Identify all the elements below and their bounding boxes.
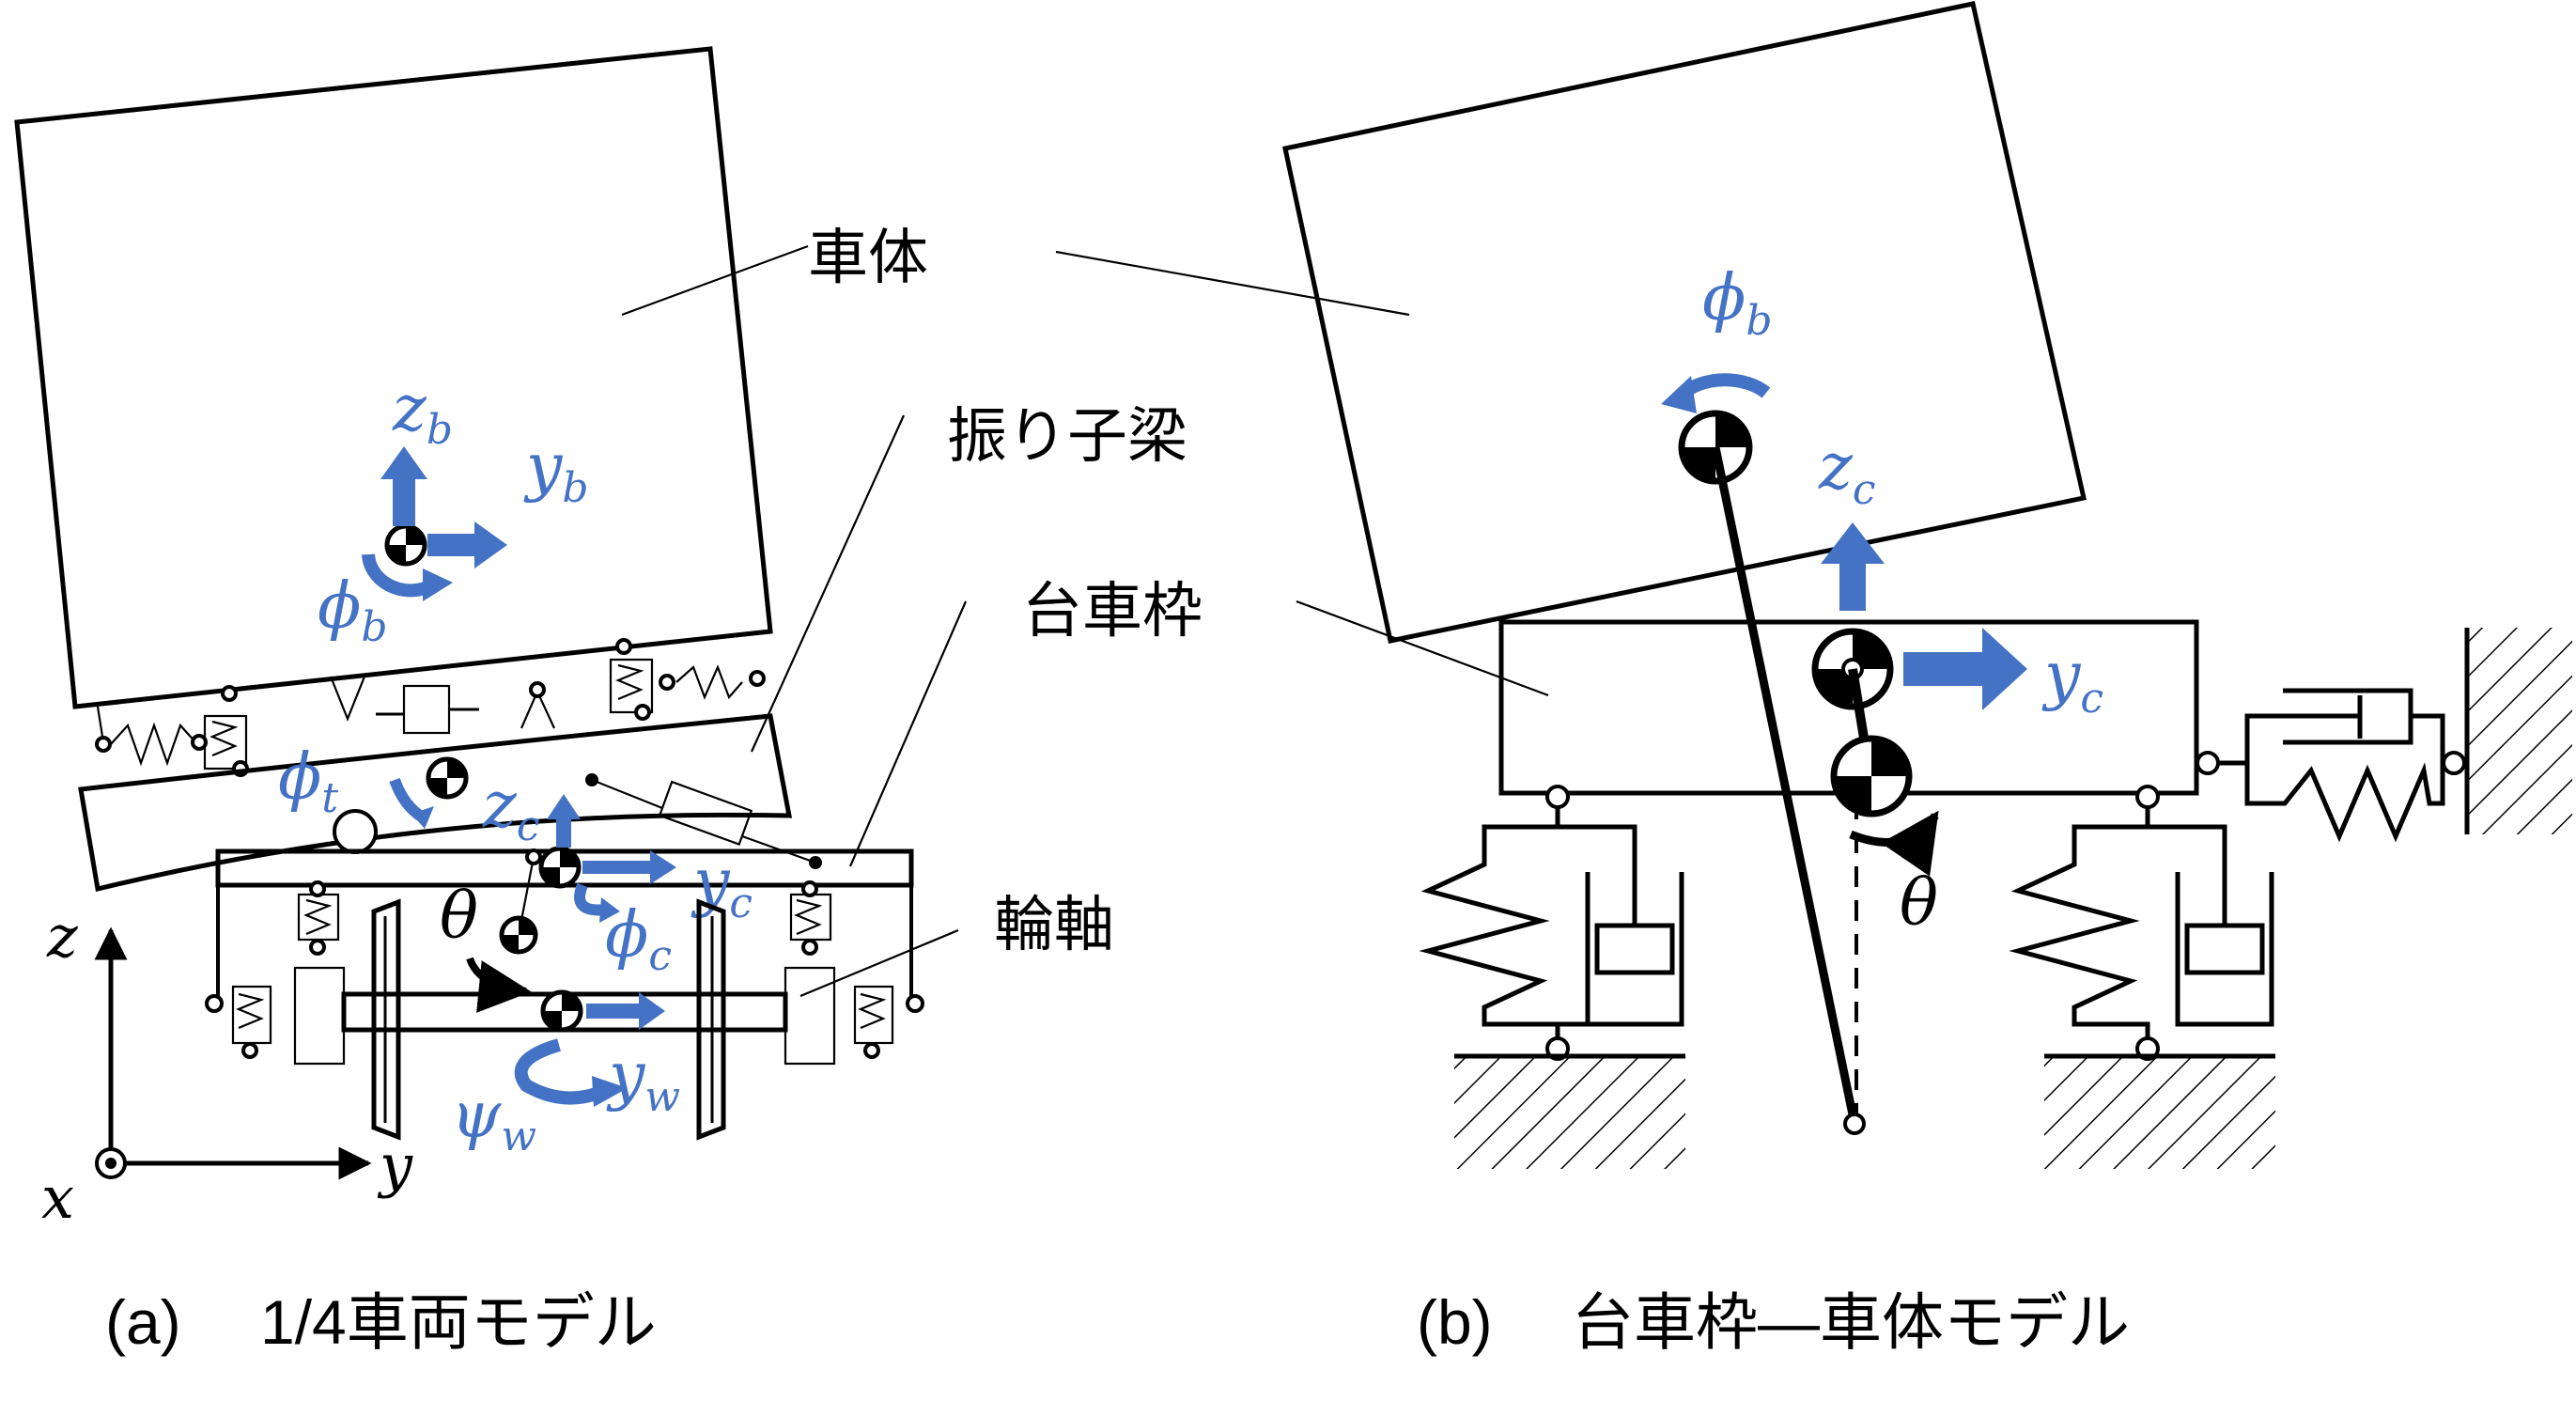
leader-bogie-frame-a xyxy=(848,600,968,867)
panel-a: zb yb ϕb xyxy=(14,46,968,1232)
pendulum-beam-a xyxy=(78,713,793,893)
phib-b-arrow xyxy=(1677,373,1771,400)
theta-b-label: θ xyxy=(1900,866,1938,941)
phit-label: ϕt xyxy=(278,740,338,822)
phib-a-arrow xyxy=(362,553,430,598)
right-suspension-b xyxy=(2009,785,2275,1169)
zc-a-arrow xyxy=(547,794,581,848)
axis-y-label: y xyxy=(377,1131,413,1200)
label-pendulum-beam: 振り子梁 xyxy=(947,402,1187,472)
psiw-arrowhead xyxy=(592,1076,628,1107)
yw-label: yw xyxy=(606,1039,680,1121)
label-wheelset: 輪軸 xyxy=(994,891,1114,960)
caption-a: (a) 1/4車両モデル xyxy=(105,1287,657,1357)
caption-b: (b) 台車枠—車体モデル xyxy=(1417,1287,2130,1357)
zb-label: zb xyxy=(392,372,453,454)
yw-arrow xyxy=(586,992,665,1030)
coordinate-axes: z y x xyxy=(41,902,413,1232)
phic-label: ϕc xyxy=(605,898,672,980)
theta-a-label: θ xyxy=(440,880,478,954)
car-body-b xyxy=(1282,1,2087,644)
pendulum-mass-b xyxy=(1830,735,1913,817)
secondary-suspension xyxy=(95,638,766,777)
car-body-a xyxy=(14,46,773,709)
leader-car-body-a xyxy=(621,244,809,317)
phib-b-arrowhead xyxy=(1661,376,1697,413)
label-bogie-frame: 台車枠 xyxy=(1022,577,1203,646)
lower-pivot-b xyxy=(1843,1113,1866,1135)
lateral-suspension-b xyxy=(2196,628,2572,843)
phic-arrowhead xyxy=(599,897,620,923)
zc-b-arrow xyxy=(1821,522,1885,611)
panel-b: ϕb θ zc yc xyxy=(1055,1,2572,1169)
pendulum-link-b xyxy=(1711,446,1859,1125)
roller xyxy=(333,809,378,854)
axis-x-label: x xyxy=(41,1163,74,1232)
zc-b-label: zc xyxy=(1818,430,1875,514)
yc-b-arrow xyxy=(1903,628,2027,710)
axis-z-label: z xyxy=(46,902,78,971)
yb-label: yb xyxy=(523,430,589,512)
phib-a-label: ϕb xyxy=(318,569,388,651)
phit-arrowhead xyxy=(411,806,434,829)
yb-arrow xyxy=(427,521,507,568)
zb-arrow xyxy=(380,446,427,526)
body-cg-a xyxy=(384,523,427,567)
yc-b-label: yc xyxy=(2041,639,2103,723)
left-suspension-b xyxy=(1419,785,1685,1169)
leader-bogie-frame-b xyxy=(1296,599,1549,697)
tilt-actuator xyxy=(585,773,822,869)
psiw-label: ψw xyxy=(451,1079,536,1160)
phib-b-label: ϕb xyxy=(1702,261,1773,345)
leader-car-body-b xyxy=(1055,250,1410,317)
bogie-cg-a xyxy=(538,846,582,889)
psiw-arrow xyxy=(514,1038,604,1105)
pendulum-a xyxy=(466,848,542,1013)
theta-b-arrow xyxy=(1849,810,1939,877)
leader-wheelset xyxy=(799,928,959,998)
zc-a-label: zc xyxy=(482,769,539,850)
beam-cg-a xyxy=(426,756,469,800)
label-car-body: 車体 xyxy=(808,224,928,293)
yc-a-arrow xyxy=(582,850,676,884)
leader-pendulum-beam xyxy=(750,414,906,753)
phib-a-arrowhead xyxy=(423,568,453,601)
wheelset-cg-a xyxy=(540,989,583,1033)
primary-suspension xyxy=(205,880,924,1066)
